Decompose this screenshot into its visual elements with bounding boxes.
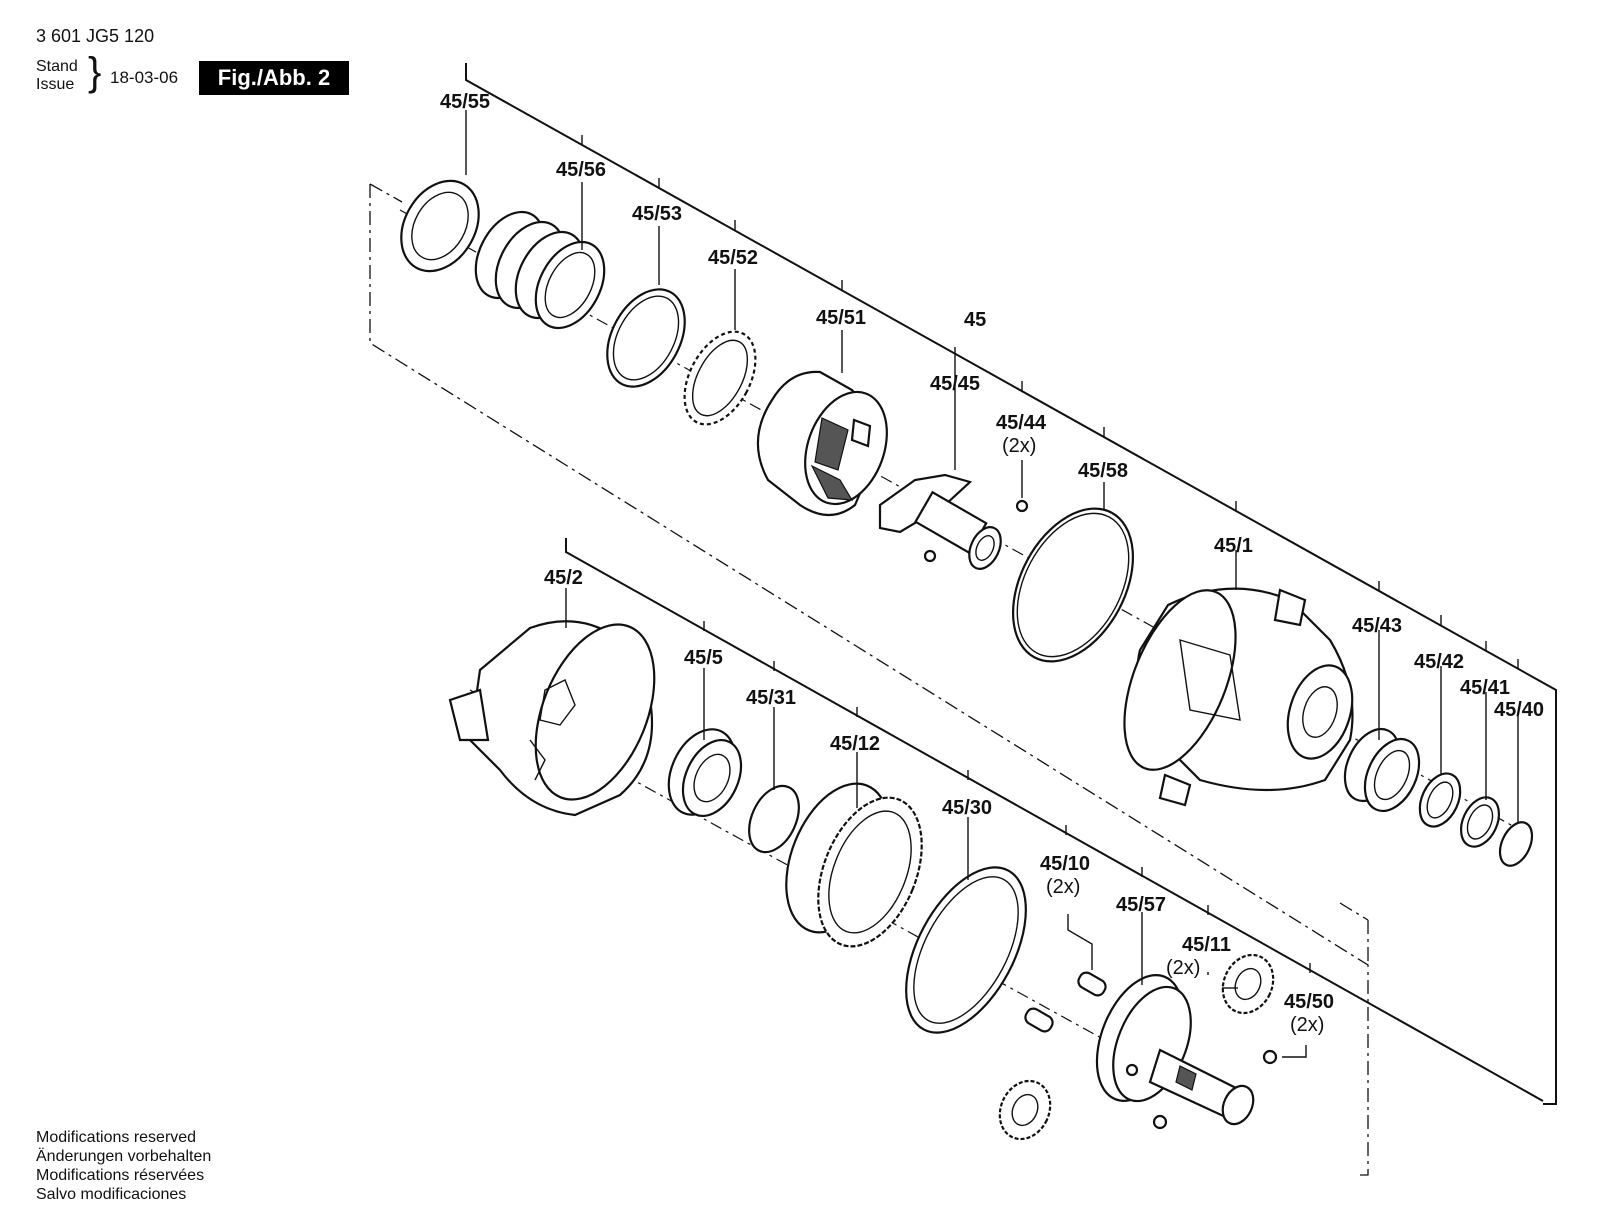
figure-label: Fig./Abb. 2 bbox=[199, 61, 349, 95]
note-es: Salvo modificaciones bbox=[36, 1186, 187, 1203]
label-45-45: 45/45 bbox=[930, 373, 980, 395]
label-45-53: 45/53 bbox=[632, 203, 682, 225]
part-45-42-spring-ring bbox=[1418, 772, 1462, 828]
label-45-12: 45/12 bbox=[830, 733, 880, 755]
label-45-44: 45/44 bbox=[996, 412, 1047, 434]
label-45-10-qty: (2x) bbox=[1046, 876, 1080, 898]
part-45-11-planet-gears bbox=[998, 953, 1275, 1141]
label-45-56: 45/56 bbox=[556, 159, 606, 181]
label-45-30: 45/30 bbox=[942, 797, 992, 819]
label-45-52: 45/52 bbox=[708, 247, 758, 269]
part-45-56-spring bbox=[474, 210, 606, 330]
label-45-31: 45/31 bbox=[746, 687, 796, 709]
part-45-45-spindle bbox=[878, 473, 1002, 570]
label-45-50: 45/50 bbox=[1284, 991, 1334, 1013]
issue-label: Issue bbox=[36, 76, 75, 93]
label-45-43: 45/43 bbox=[1352, 615, 1402, 637]
label-45-44-qty: (2x) bbox=[1002, 435, 1036, 457]
part-45-40-retaining-ring bbox=[1498, 821, 1534, 867]
label-45-2: 45/2 bbox=[544, 567, 583, 589]
part-45-52-ball-race bbox=[683, 330, 757, 426]
part-45-43-threaded-sleeve bbox=[1343, 727, 1421, 813]
brace-glyph: } bbox=[88, 50, 102, 94]
label-45-11-qty: (2x) bbox=[1166, 957, 1200, 979]
label-leaders bbox=[465, 110, 1519, 985]
upper-group-bar bbox=[465, 63, 1557, 1105]
part-45-55-seal-ring bbox=[400, 179, 480, 273]
label-45-40: 45/40 bbox=[1494, 699, 1544, 721]
part-45-10-pins bbox=[1024, 914, 1107, 1033]
label-45-55: 45/55 bbox=[440, 91, 490, 113]
modification-notes: Modifications reserved Änderungen vorbeh… bbox=[36, 1128, 211, 1204]
part-45-50-balls bbox=[1152, 1045, 1307, 1130]
part-45-2-anvil-guide bbox=[448, 620, 656, 817]
assembly-outline-dashed bbox=[369, 184, 1369, 1176]
label-45-5: 45/5 bbox=[684, 647, 723, 669]
label-45-41: 45/41 bbox=[1460, 677, 1510, 699]
label-45-10: 45/10 bbox=[1040, 853, 1090, 875]
lower-group-bar bbox=[565, 538, 1544, 1102]
part-45-41-washer bbox=[1459, 796, 1501, 848]
part-45-12-ring-gear bbox=[785, 782, 923, 948]
label-45-57: 45/57 bbox=[1116, 894, 1166, 916]
label-45-58: 45/58 bbox=[1078, 460, 1128, 482]
stand-issue-label: Stand Issue bbox=[36, 58, 78, 94]
label-45-50-qty: (2x) bbox=[1290, 1014, 1324, 1036]
part-45-51-hammer bbox=[756, 370, 888, 517]
part-45-53-washer bbox=[606, 288, 686, 388]
label-45-51: 45/51 bbox=[816, 307, 866, 329]
issue-date: 18-03-06 bbox=[110, 68, 179, 87]
outline-right-link bbox=[1339, 902, 1369, 921]
part-45-57-planet-carrier bbox=[1095, 974, 1255, 1126]
part-45-5-bearing bbox=[667, 728, 743, 817]
label-45-1: 45/1 bbox=[1214, 535, 1253, 557]
part-45-58-o-ring bbox=[1011, 507, 1135, 663]
part-45-1-gear-housing bbox=[1123, 587, 1354, 807]
stand-label: Stand bbox=[36, 58, 78, 75]
note-fr: Modifications réservées bbox=[36, 1167, 205, 1184]
label-45-42: 45/42 bbox=[1414, 651, 1464, 673]
document-number: 3 601 JG5 120 bbox=[36, 26, 155, 46]
part-45-31-o-ring bbox=[748, 784, 800, 854]
part-45-30-washer bbox=[905, 866, 1027, 1034]
label-45-11: 45/11 bbox=[1182, 934, 1231, 956]
label-45: 45 bbox=[964, 309, 986, 331]
part-45-44-balls bbox=[923, 499, 1029, 563]
outline-top-link bbox=[369, 183, 403, 203]
note-de: Änderungen vorbehalten bbox=[36, 1148, 212, 1165]
note-en: Modifications reserved bbox=[36, 1129, 197, 1146]
